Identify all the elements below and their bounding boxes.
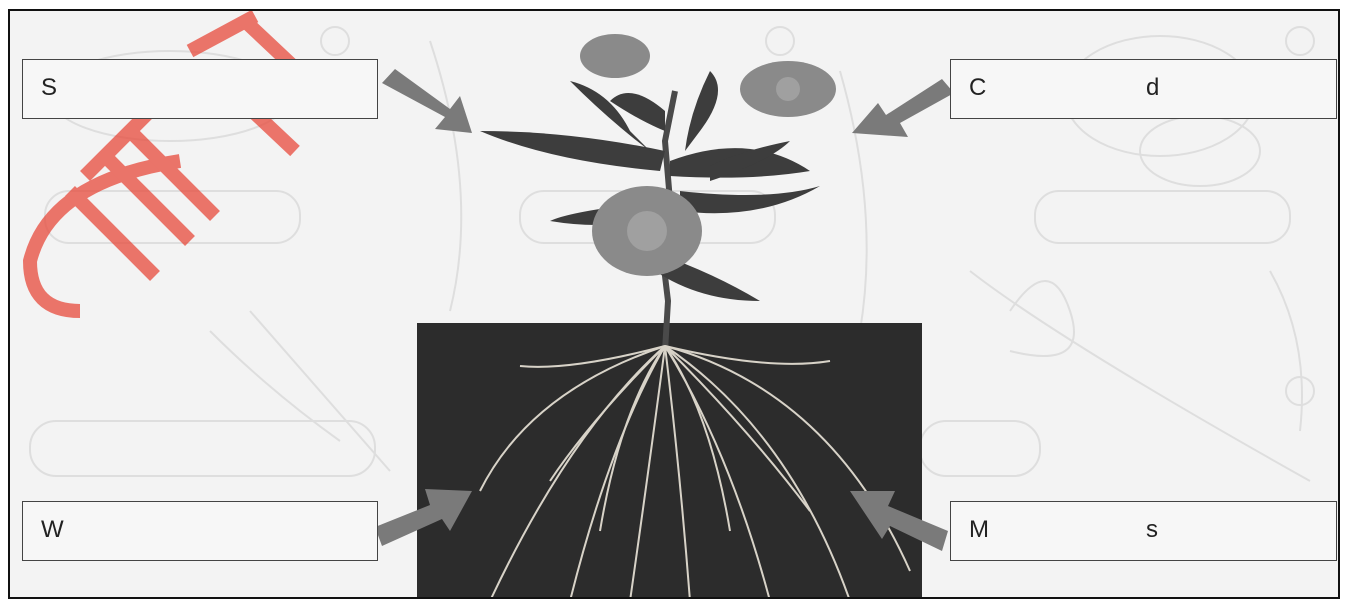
label-start-letter: M xyxy=(969,516,989,544)
label-box-bottom-left[interactable]: W xyxy=(22,501,378,561)
label-box-top-right[interactable]: C d xyxy=(950,59,1337,119)
pointer-arrow-icon xyxy=(852,79,954,137)
label-box-bottom-right[interactable]: M s xyxy=(950,501,1337,561)
label-start-letter: W xyxy=(41,516,64,544)
soil-block xyxy=(417,323,922,599)
label-end-letter: s xyxy=(1146,516,1158,544)
label-start-letter: C xyxy=(969,74,986,102)
pointer-arrow-icon xyxy=(382,69,472,133)
label-start-letter: S xyxy=(41,74,57,102)
label-box-top-left[interactable]: S xyxy=(22,59,378,119)
worksheet-frame: S C d W M s xyxy=(8,9,1340,599)
label-end-letter: d xyxy=(1146,74,1159,102)
